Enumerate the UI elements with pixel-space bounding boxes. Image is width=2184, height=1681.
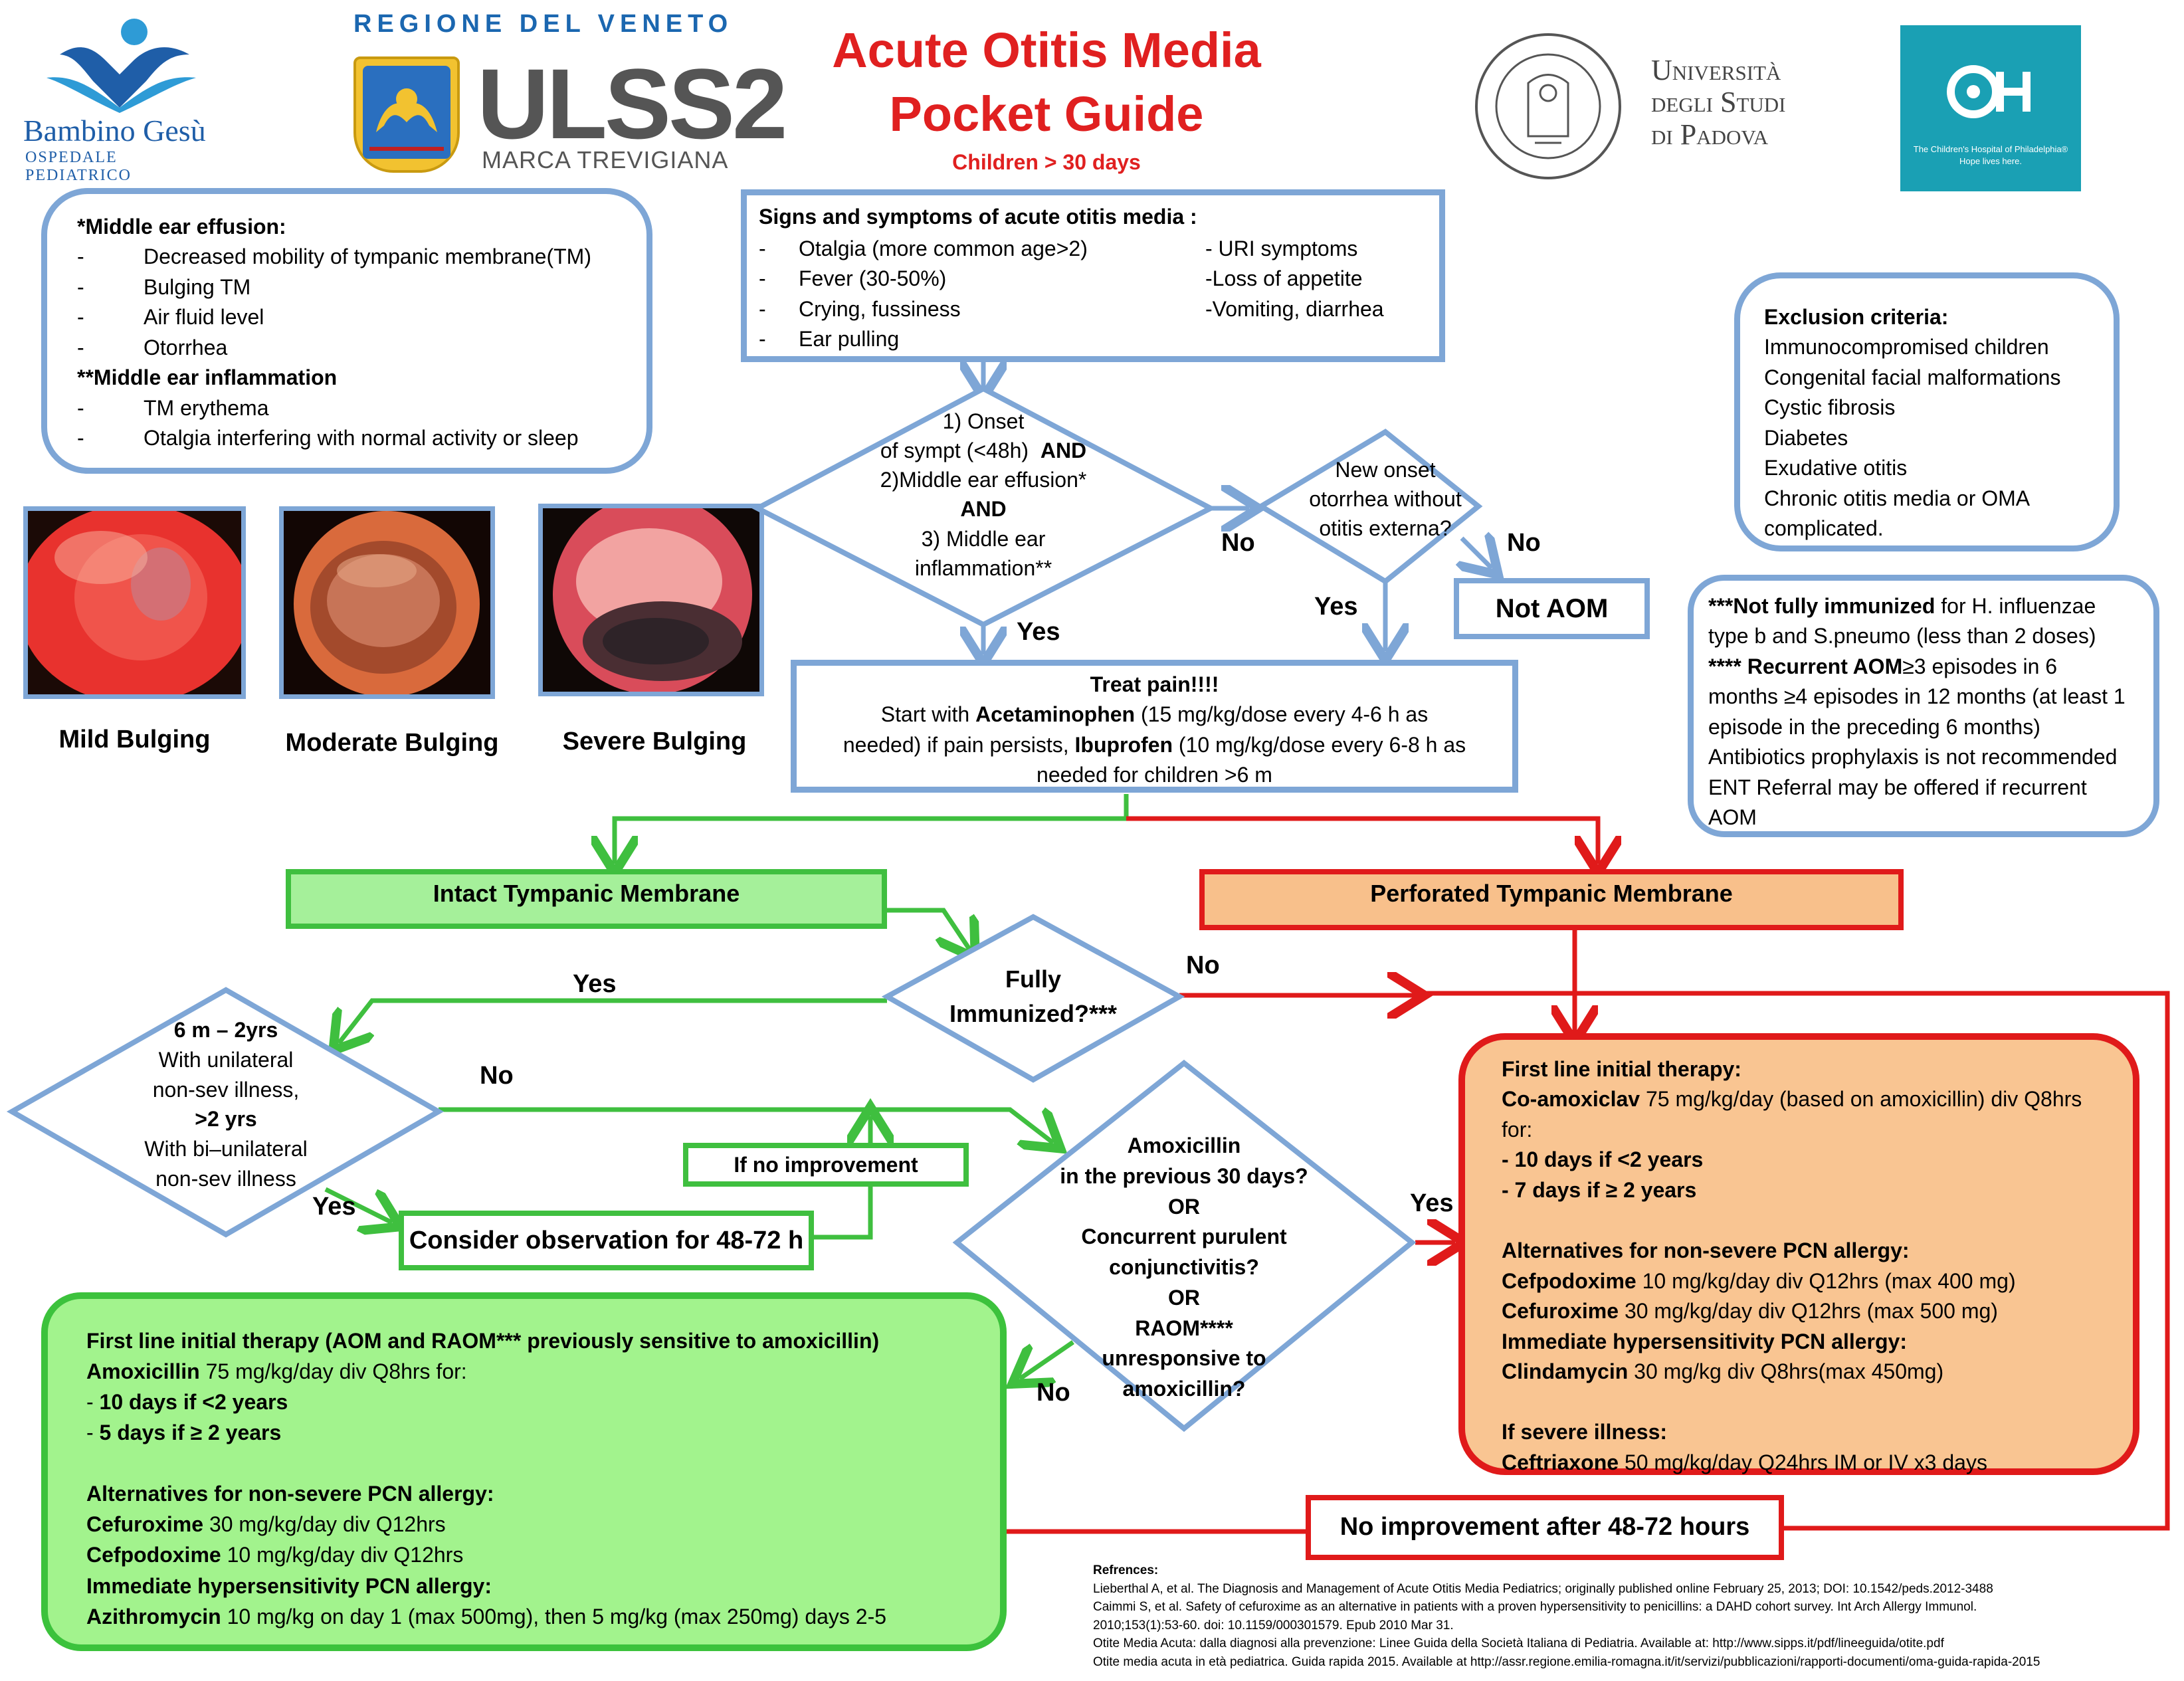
list-item: -Decreased mobility of tympanic membrane…: [77, 245, 591, 269]
moderate-bulging-caption: Moderate Bulging: [285, 729, 499, 757]
intact-tm-header: Intact Tympanic Membrane: [286, 869, 887, 929]
reference-item: 2010;153(1):53-60. doi: 10.1159/00030157…: [1093, 1618, 1454, 1632]
unipd-name: Università degli Studi di Padova: [1651, 54, 1850, 151]
list-item: -Vomiting, diarrhea: [1205, 296, 1384, 321]
bambino-gesu-name: Bambino Gesù: [23, 114, 206, 148]
list-item: -Otorrhea: [77, 335, 228, 359]
list-item: -Bulging TM: [77, 274, 251, 299]
list-item: Cystic fibrosis: [1764, 395, 1896, 420]
reference-item: Lieberthal A, et al. The Diagnosis and M…: [1093, 1581, 1993, 1596]
amox-diamond-text: Amoxicillin in the previous 30 days? OR …: [1060, 1134, 1308, 1401]
label-immunized-yes: Yes: [573, 970, 617, 998]
veneto-label: REGIONE DEL VENETO: [353, 10, 734, 38]
exclusion-criteria-box: Exclusion criteria: Immunocompromised ch…: [1734, 272, 2120, 551]
list-item: Crying, fussiness: [799, 296, 961, 321]
list-item: Diabetes: [1764, 425, 1848, 450]
reference-item: Otite media acuta in età pediatrica. Gui…: [1093, 1654, 2040, 1669]
age-diamond-text: 6 m – 2yrs With unilateral non-sev illne…: [144, 1018, 308, 1191]
label-otorrhea-yes: Yes: [1314, 593, 1358, 621]
orange-therapy-title: First line initial therapy:: [1502, 1057, 1741, 1081]
label-age-no: No: [480, 1062, 514, 1090]
list-item: Chronic otitis media or OMA complicated.: [1764, 486, 2029, 541]
unipd-line3: di Padova: [1651, 118, 1769, 151]
list-item: Fever (30-50%): [799, 266, 947, 291]
not-aom-box: Not AOM: [1454, 578, 1650, 639]
label-otorrhea-no: No: [1507, 529, 1541, 557]
chop-mark-icon: [1947, 65, 2031, 118]
treat-pain-box: Treat pain!!!! Start with Acetaminophen …: [791, 660, 1518, 793]
reference-item: Caimmi S, et al. Safety of cefuroxime as…: [1093, 1600, 1977, 1615]
observation-box: Consider observation for 48-72 h: [399, 1211, 814, 1270]
severe-bulging-image: [538, 504, 764, 696]
list-item: -TM erythema: [77, 395, 269, 420]
signs-left-list: -Otalgia (more common age>2) -Fever (30-…: [759, 234, 1184, 355]
list-item: Exudative otitis: [1764, 456, 1908, 480]
signs-title: Signs and symptoms of acute otitis media…: [759, 205, 1197, 229]
immunization-notes-box: ***Not fully immunized for H. influenzae…: [1688, 575, 2159, 837]
arrow-intact-to-immunized: [887, 908, 970, 950]
immunized-diamond-text: Fully Immunized?***: [949, 965, 1118, 1028]
mild-bulging-caption: Mild Bulging: [58, 726, 211, 753]
signs-right-list: - URI symptoms -Loss of appetite -Vomiti…: [1205, 234, 1431, 324]
effusion-definitions-box: *Middle ear effusion: -Decreased mobilit…: [41, 188, 652, 474]
orange-therapy-box: First line initial therapy: Co-amoxiclav…: [1458, 1033, 2139, 1475]
severe-bulging-caption: Severe Bulging: [562, 728, 747, 755]
page-title-line2: Pocket Guide: [889, 86, 1204, 142]
bambino-gesu-subtitle: OSPEDALE PEDIATRICO: [25, 149, 132, 184]
label-onset-yes: Yes: [1017, 618, 1060, 646]
page-subtitle: Children > 30 days: [952, 150, 1141, 175]
unipd-seal-icon: [1472, 30, 1625, 183]
chop-logo: The Children's Hospital of Philadelphia®…: [1900, 25, 2081, 191]
list-item: Immunocompromised children: [1764, 335, 2049, 359]
title-block: Acute Otitis Media Pocket Guide Children…: [764, 19, 1329, 175]
page-title-line1: Acute Otitis Media: [832, 23, 1261, 78]
list-item: -Loss of appetite: [1205, 266, 1363, 291]
list-item: Otalgia (more common age>2): [799, 237, 1088, 260]
inflammation-title: **Middle ear inflammation: [77, 365, 338, 390]
ulss2-logo: REGIONE DEL VENETO ULSS2 MARCA TREVIGIAN…: [346, 10, 787, 176]
list-item: - URI symptoms: [1205, 237, 1358, 260]
references: Refrences: Lieberthal A, et al. The Diag…: [1093, 1561, 2176, 1671]
bambino-gesu-emblem-icon: [47, 19, 196, 113]
marca-label: MARCA TREVIGIANA: [482, 146, 729, 173]
label-amox-yes: Yes: [1410, 1189, 1454, 1217]
label-onset-no: No: [1221, 529, 1255, 557]
bambino-gesu-logo: Bambino Gesù OSPEDALE PEDIATRICO: [20, 15, 219, 184]
arrow-immunized-yes: [339, 998, 887, 1043]
effusion-title: *Middle ear effusion:: [77, 215, 286, 239]
label-immunized-no: No: [1186, 951, 1220, 979]
veneto-lion-icon: [353, 56, 460, 173]
exclusion-title: Exclusion criteria:: [1764, 305, 1949, 329]
arrow-treat-to-intact: [615, 794, 1129, 864]
label-age-yes: Yes: [312, 1193, 356, 1221]
green-therapy-title: First line initial therapy (AOM and RAOM…: [86, 1329, 880, 1353]
unipd-line2: degli Studi: [1651, 86, 1786, 119]
onset-diamond-text: 1) Onset of sympt (<48h) AND 2)Middle ea…: [880, 409, 1087, 580]
list-item: -Air fluid level: [77, 305, 264, 330]
chop-tagline: The Children's Hospital of Philadelphia®…: [1913, 144, 2068, 167]
unipd-line1: Università: [1651, 54, 1781, 86]
moderate-bulging-image: [279, 506, 495, 699]
arrow-age-no: [439, 1107, 1053, 1143]
reference-item: Otite Media Acuta: dalla diagnosi alla p…: [1093, 1636, 1944, 1651]
list-item: Congenital facial malformations: [1764, 365, 2061, 389]
otorrhea-diamond-text: New onset otorrhea without otitis extern…: [1309, 458, 1462, 541]
signs-symptoms-box: Signs and symptoms of acute otitis media…: [741, 189, 1445, 362]
list-item: -Otalgia interfering with normal activit…: [77, 426, 579, 450]
list-item: Ear pulling: [799, 327, 900, 351]
green-therapy-box: First line initial therapy (AOM and RAOM…: [41, 1292, 1007, 1651]
arrow-treat-to-perforated: [1126, 816, 1598, 864]
no-improvement-box: No improvement after 48-72 hours: [1306, 1495, 1784, 1560]
if-no-improvement-box: If no improvement: [683, 1143, 969, 1187]
label-amox-no: No: [1037, 1379, 1070, 1407]
mild-bulging-image: [23, 506, 246, 699]
ulss-label: ULSS2: [477, 48, 787, 159]
perforated-tm-header: Perforated Tympanic Membrane: [1199, 869, 1904, 930]
